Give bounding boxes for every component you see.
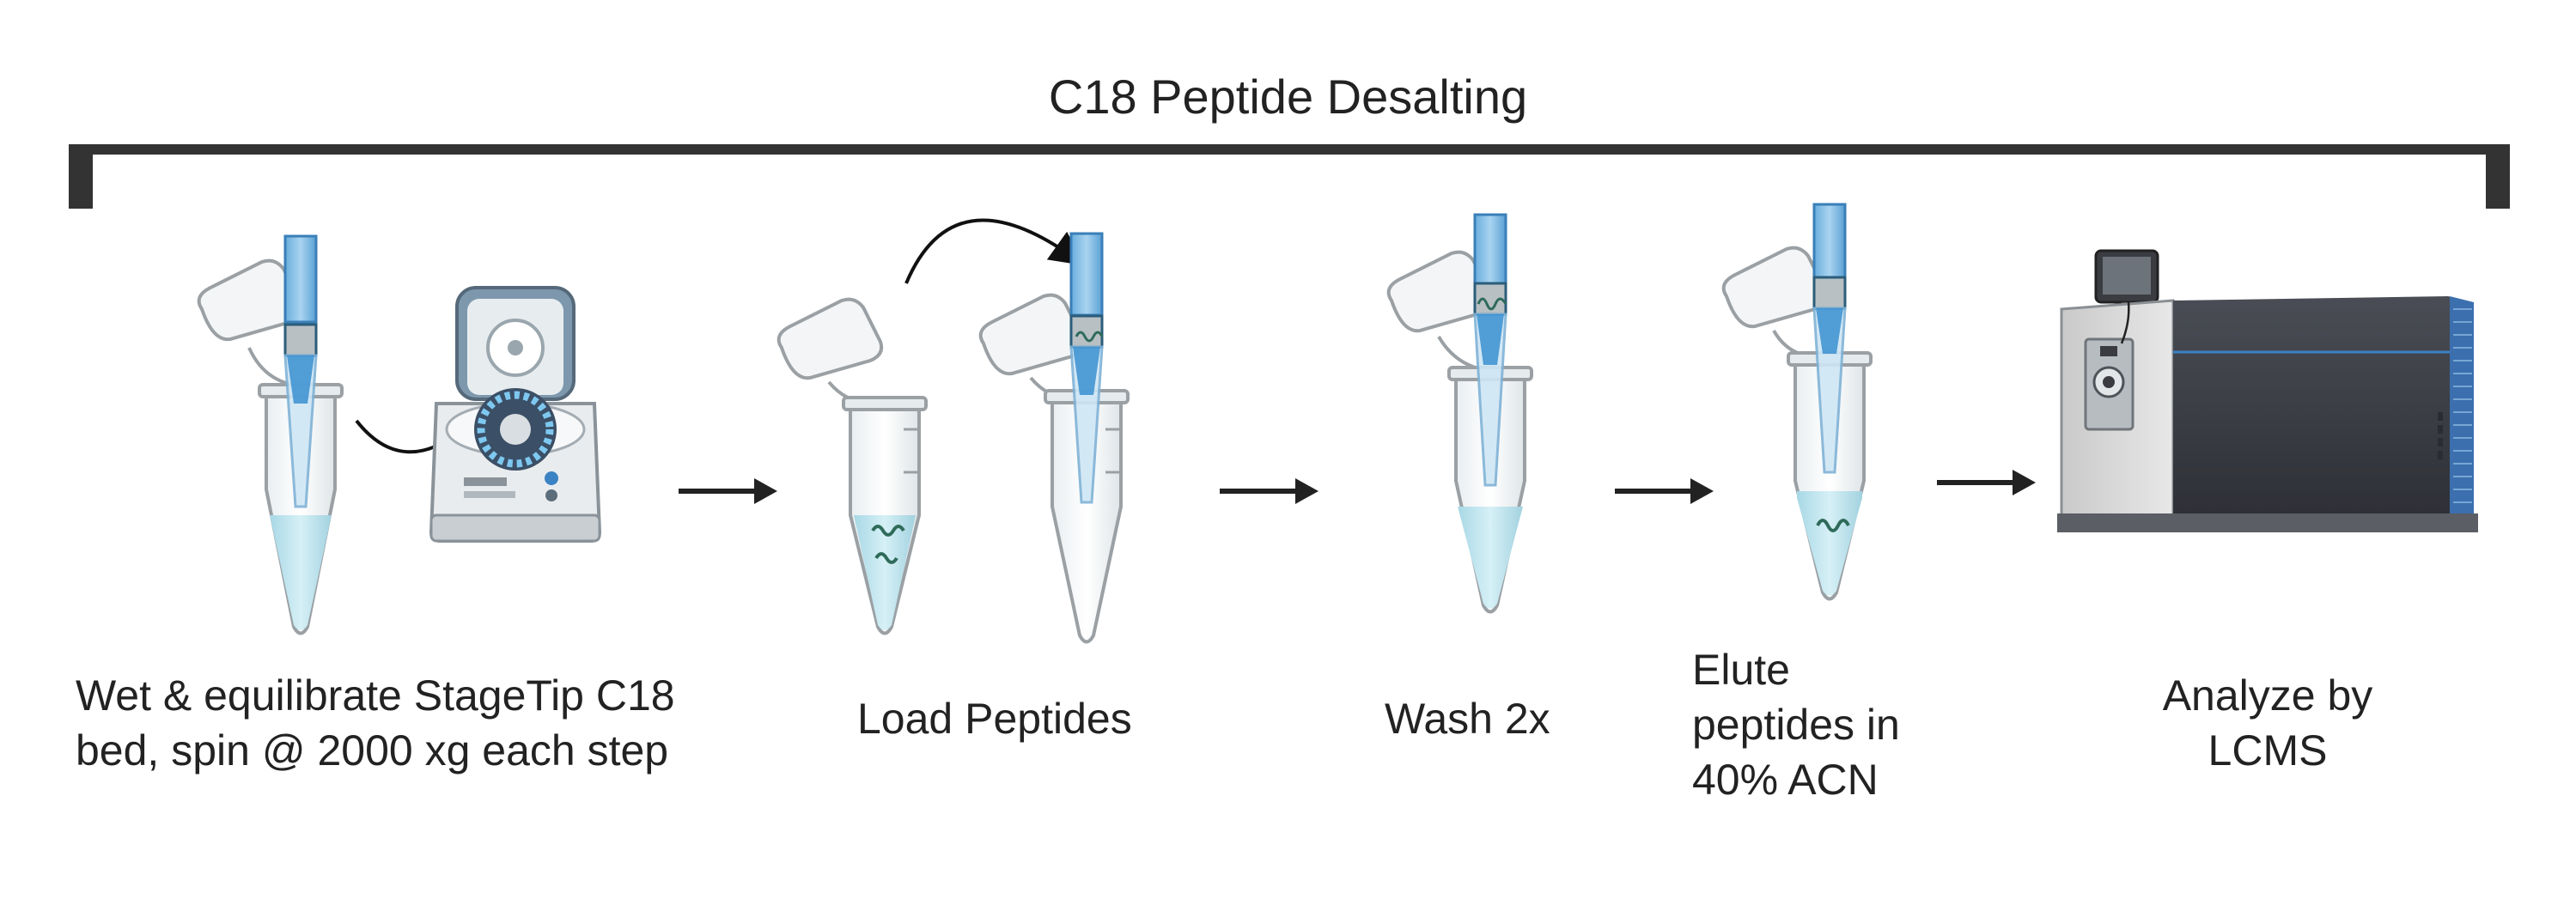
mass-spectrometer-icon (2057, 249, 2478, 532)
centrifuge-icon (429, 286, 602, 543)
arrow-2 (1220, 478, 1318, 504)
step1-label: Wet & equilibrate StageTip C18 bed, spin… (76, 668, 675, 778)
step3-wash-tube (1386, 213, 1533, 614)
step4-label-line1: Elute (1692, 646, 1790, 694)
curved-arrow-load (904, 218, 1086, 284)
step4-label: Elute peptides in 40% ACN (1692, 642, 1900, 807)
arrow-4 (1937, 470, 2036, 495)
bracket (69, 144, 2510, 209)
arrow-3 (1615, 478, 1714, 504)
step4-label-line2: peptides in (1692, 701, 1900, 749)
step5-label-line1: Analyze by (2162, 671, 2373, 720)
step5-label-line2: LCMS (2208, 726, 2328, 774)
diagram-title: C18 Peptide Desalting (1048, 70, 1528, 124)
step2-tube-with-peptides (776, 297, 928, 635)
step3-label: Wash 2x (1385, 691, 1550, 746)
step1-tube-with-tip (197, 234, 344, 635)
step2-tube-with-tip (978, 232, 1130, 644)
arrow-1 (679, 478, 777, 504)
step1-label-line1: Wet & equilibrate StageTip C18 (76, 671, 675, 720)
step2-label-line1: Load Peptides (857, 695, 1132, 743)
step1-label-line2: bed, spin @ 2000 xg each step (76, 726, 669, 774)
step5-label: Analyze by LCMS (2096, 668, 2439, 778)
step3-label-line1: Wash 2x (1385, 695, 1550, 743)
step4-label-line3: 40% ACN (1692, 756, 1879, 804)
step2-label: Load Peptides (857, 691, 1132, 746)
step4-elute-tube (1721, 203, 1873, 601)
